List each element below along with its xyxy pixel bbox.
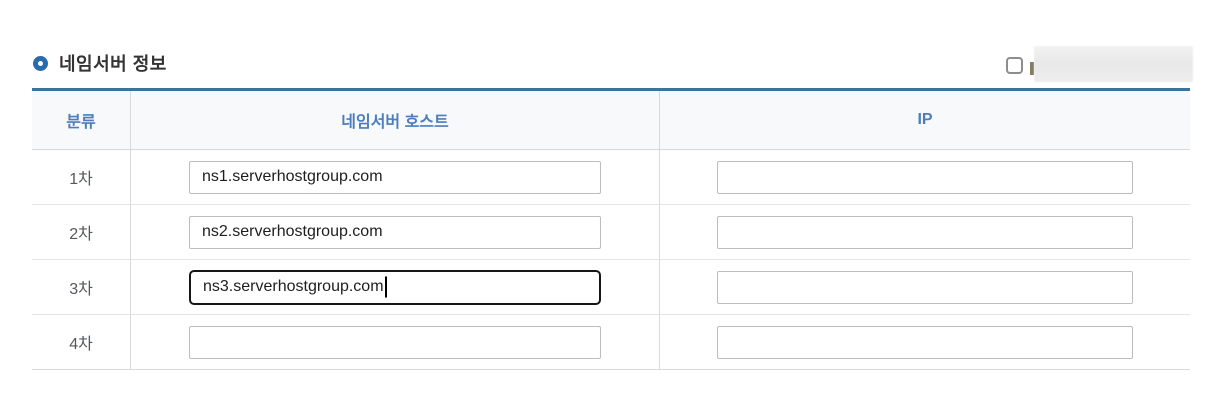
header-category: 분류	[32, 91, 131, 149]
nameserver-host-input[interactable]	[189, 269, 601, 305]
row-label: 3차	[69, 281, 93, 298]
ip-cell	[660, 260, 1190, 314]
category-cell: 2차	[32, 205, 131, 259]
nameserver-host-input[interactable]	[189, 160, 601, 194]
ip-cell	[660, 315, 1190, 369]
host-cell	[131, 205, 660, 259]
table-row: 1차	[32, 150, 1190, 205]
ip-input[interactable]	[717, 325, 1133, 359]
table-row: 3차	[32, 260, 1190, 315]
table-body: 1차 2차 3차 4차	[32, 150, 1190, 369]
text-caret	[384, 276, 387, 298]
category-cell: 3차	[32, 260, 131, 314]
row-label: 1차	[69, 171, 93, 188]
option-checkbox[interactable]	[1006, 57, 1023, 74]
category-cell: 4차	[32, 315, 131, 369]
header-nameserver-host: 네임서버 호스트	[131, 91, 660, 149]
host-cell	[131, 150, 660, 204]
row-label: 4차	[69, 336, 93, 353]
section-title: 네임서버 정보	[59, 54, 167, 74]
section-header: 네임서버 정보	[33, 50, 167, 76]
ip-input[interactable]	[717, 215, 1133, 249]
ip-input[interactable]	[717, 270, 1133, 304]
host-cell	[131, 315, 660, 369]
table-header-row: 분류 네임서버 호스트 IP	[32, 91, 1190, 150]
row-label: 2차	[69, 226, 93, 243]
ip-cell	[660, 150, 1190, 204]
ip-input[interactable]	[717, 160, 1133, 194]
section-bullet-icon	[33, 55, 48, 71]
checkbox-area	[1006, 44, 1196, 84]
host-cell	[131, 260, 660, 314]
header-ip: IP	[917, 111, 933, 128]
ip-cell	[660, 205, 1190, 259]
table-row: 2차	[32, 205, 1190, 260]
checkbox-label-fragment	[1030, 62, 1034, 75]
nameserver-host-input[interactable]	[189, 325, 601, 359]
category-cell: 1차	[32, 150, 131, 204]
nameserver-host-input[interactable]	[189, 215, 601, 249]
table-row: 4차	[32, 315, 1190, 369]
redacted-label-block	[1034, 46, 1193, 82]
nameserver-table: 분류 네임서버 호스트 IP 1차 2차 3차	[32, 88, 1190, 370]
